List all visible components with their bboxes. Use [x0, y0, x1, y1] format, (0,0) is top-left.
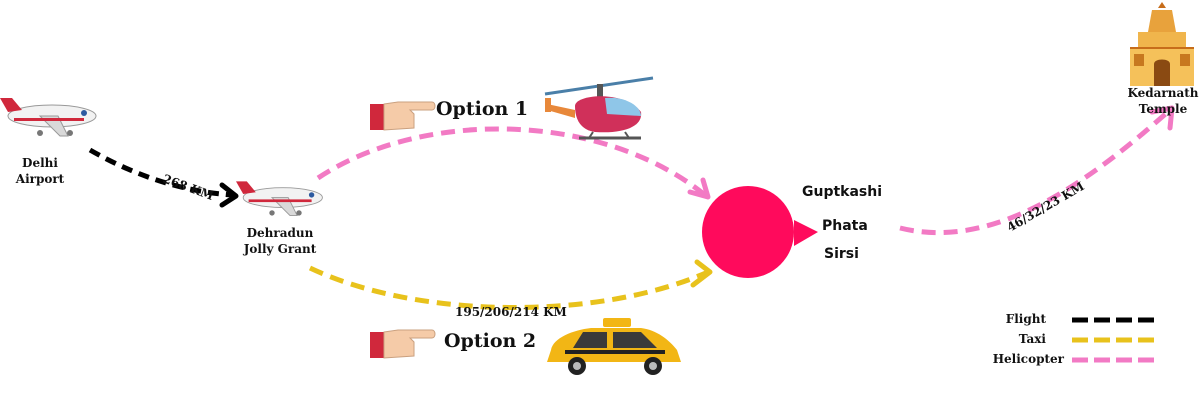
airplane-icon: [236, 181, 323, 217]
flight-distance-label: 268 KM: [161, 172, 216, 203]
place-label-dehradun: Dehradun Jolly Grant: [243, 226, 317, 256]
taxi-icon: [547, 318, 681, 375]
taxi-route-option2: [308, 265, 710, 310]
legend-label-helicopter: Helicopter: [992, 352, 1064, 366]
helicopter-arrowhead: [687, 177, 711, 200]
place-label-kedarnath: Kedarnath Temple: [1127, 86, 1199, 116]
helicopter-route-kedarnath: [899, 108, 1172, 235]
pointing-hand-icon: [370, 101, 436, 131]
option1-label: Option 1: [436, 98, 529, 120]
pointing-hand-icon: [370, 329, 436, 359]
place-label-delhi-airport: Delhi Airport: [15, 156, 65, 186]
legend-label-flight: Flight: [1005, 312, 1046, 326]
flight-route: [88, 147, 233, 198]
flight-arrowhead: [219, 182, 239, 208]
helicopter-arrowhead-kedarnath: [1149, 105, 1175, 131]
hub-stop-phata: Phata: [822, 218, 868, 234]
option2-label: Option 2: [444, 330, 537, 352]
hub-pointer: [794, 220, 818, 246]
hub-stop-sirsi: Sirsi: [824, 246, 859, 262]
legend-label-taxi: Taxi: [1018, 332, 1046, 346]
hub-stop-guptkashi: Guptkashi: [802, 184, 883, 200]
helicopter-distance-label: 46/32/23 KM: [1005, 179, 1087, 235]
airplane-icon: [0, 98, 97, 137]
taxi-distance-label: 195/206/214 KM: [455, 305, 567, 319]
taxi-arrowhead: [690, 259, 713, 288]
helicopter-icon: [544, 76, 654, 140]
helicopter-route-option1: [316, 126, 707, 197]
hub-circle: [702, 186, 794, 278]
temple-icon: [1130, 2, 1194, 86]
